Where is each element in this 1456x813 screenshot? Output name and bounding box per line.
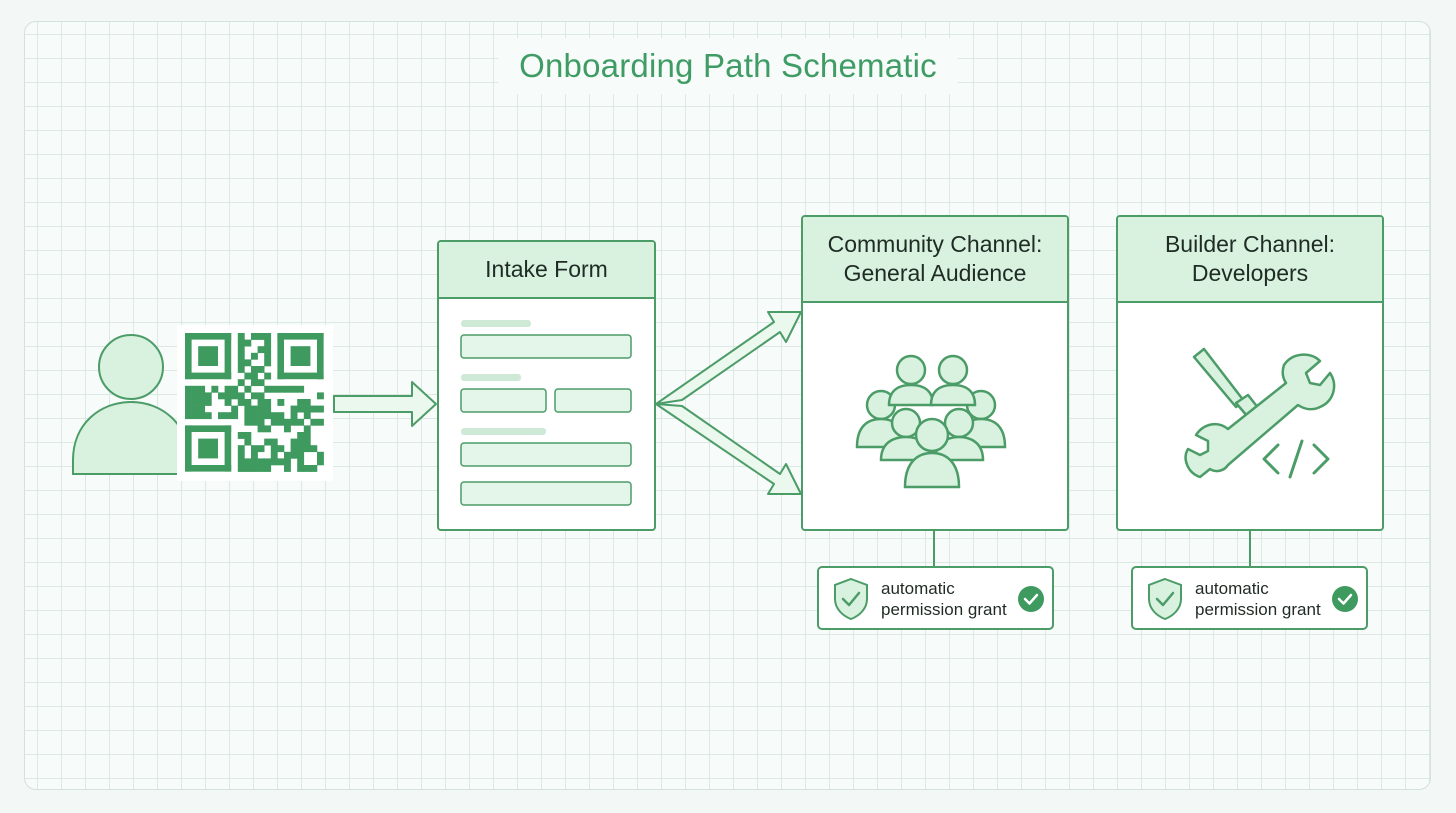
tools-code-icon — [1184, 347, 1336, 479]
form-icon — [460, 320, 632, 506]
community-permission-label: automatic permission grant — [881, 579, 1007, 619]
community-permission-badge: automatic permission grant — [817, 566, 1054, 630]
builder-permission-badge: automatic permission grant — [1131, 566, 1368, 630]
builder-channel-card: Builder Channel: Developers tools-code-i… — [1116, 215, 1384, 531]
fork-arrow-upper — [655, 311, 802, 405]
shield-check-icon — [834, 577, 868, 621]
intake-form-title: Intake Form — [439, 242, 654, 299]
arrow-right-icon — [333, 381, 437, 427]
intake-form-card: Intake Form — [437, 240, 656, 531]
group-icon — [855, 354, 1007, 489]
builder-permission-label: automatic permission grant — [1195, 579, 1321, 619]
community-channel-card: Community Channel: General Audience grou… — [801, 215, 1069, 531]
diagram-title: Onboarding Path Schematic — [498, 38, 958, 94]
shield-check-icon — [1148, 577, 1182, 621]
builder-channel-title: Builder Channel: Developers — [1118, 217, 1382, 303]
fork-arrow-lower — [655, 403, 802, 495]
check-circle-icon — [1332, 586, 1358, 612]
check-circle-icon — [1018, 586, 1044, 612]
community-channel-title: Community Channel: General Audience — [803, 217, 1067, 303]
